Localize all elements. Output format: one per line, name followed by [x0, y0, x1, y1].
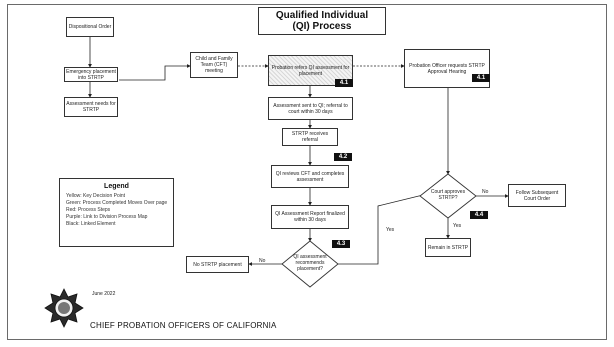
legend-item: Red: Process Steps: [66, 207, 111, 213]
node-no-strtp: No STRTP placement: [186, 256, 249, 273]
date-label: June 2022: [92, 291, 116, 297]
node-emergency-placement: Emergency placement into STRTP: [64, 67, 118, 82]
tag-4-2: 4.2: [334, 153, 352, 161]
decision-diamond-qi: [281, 240, 339, 288]
footer-organization: CHIEF PROBATION OFFICERS OF CALIFORNIA: [90, 321, 277, 330]
slide-frame: [7, 4, 607, 340]
legend-item: Purple: Link to Division Process Map: [66, 214, 148, 220]
node-cft-meeting: Child and Family Team (CFT) meeting: [190, 52, 238, 78]
tag-4-1-right: 4.1: [472, 74, 490, 82]
node-assessment-needs: Assessment needs for STRTP: [64, 97, 118, 117]
node-follow-court-order: Follow Subsequent Court Order: [508, 184, 566, 207]
cpoc-badge-logo: [44, 288, 84, 328]
node-qi-reviews: QI reviews CFT and completes assessment: [271, 165, 349, 188]
node-dispositional-order: Dispositional Order: [66, 17, 114, 37]
legend-item: Green: Process Completed Moves Over page: [66, 200, 167, 206]
edge-label-no-left: No: [259, 258, 266, 264]
title-line-1: Qualified Individual: [275, 10, 369, 21]
tag-4-4: 4.4: [470, 211, 488, 219]
decision-label-qi: QI assessment recommends placement?: [293, 254, 327, 272]
node-probation-officer-requests: Probation Officer requests STRTP Approva…: [404, 49, 490, 88]
legend-box: Legend Yellow: Key Decision Point Green:…: [59, 178, 174, 247]
node-remain-strtp: Remain in STRTP: [425, 238, 471, 257]
legend-item: Black: Linked Element: [66, 221, 116, 227]
diagram-title: Qualified Individual (QI) Process: [258, 7, 386, 35]
legend-title: Legend: [104, 183, 129, 190]
tag-4-1-center: 4.1: [335, 79, 353, 87]
decision-diamond-court: [419, 173, 477, 219]
node-strtp-receives: STRTP receives referral: [282, 128, 338, 146]
edge-label-yes-down: Yes: [453, 223, 462, 229]
tag-4-3: 4.3: [332, 240, 350, 248]
node-qi-report: QI Assessment Report finalized within 30…: [271, 205, 349, 229]
title-line-2: (QI) Process: [292, 21, 352, 32]
edge-label-no-right: No: [482, 189, 489, 195]
decision-label-court: Court approves STRTP?: [430, 189, 466, 201]
node-assessment-sent: Assessment sent to QI; referral to court…: [268, 97, 353, 120]
edge-to-cft: [119, 64, 191, 81]
edge-decision-yes: [338, 193, 428, 265]
legend-item: Yellow: Key Decision Point: [66, 193, 126, 199]
edge-label-yes-up: Yes: [386, 227, 395, 233]
